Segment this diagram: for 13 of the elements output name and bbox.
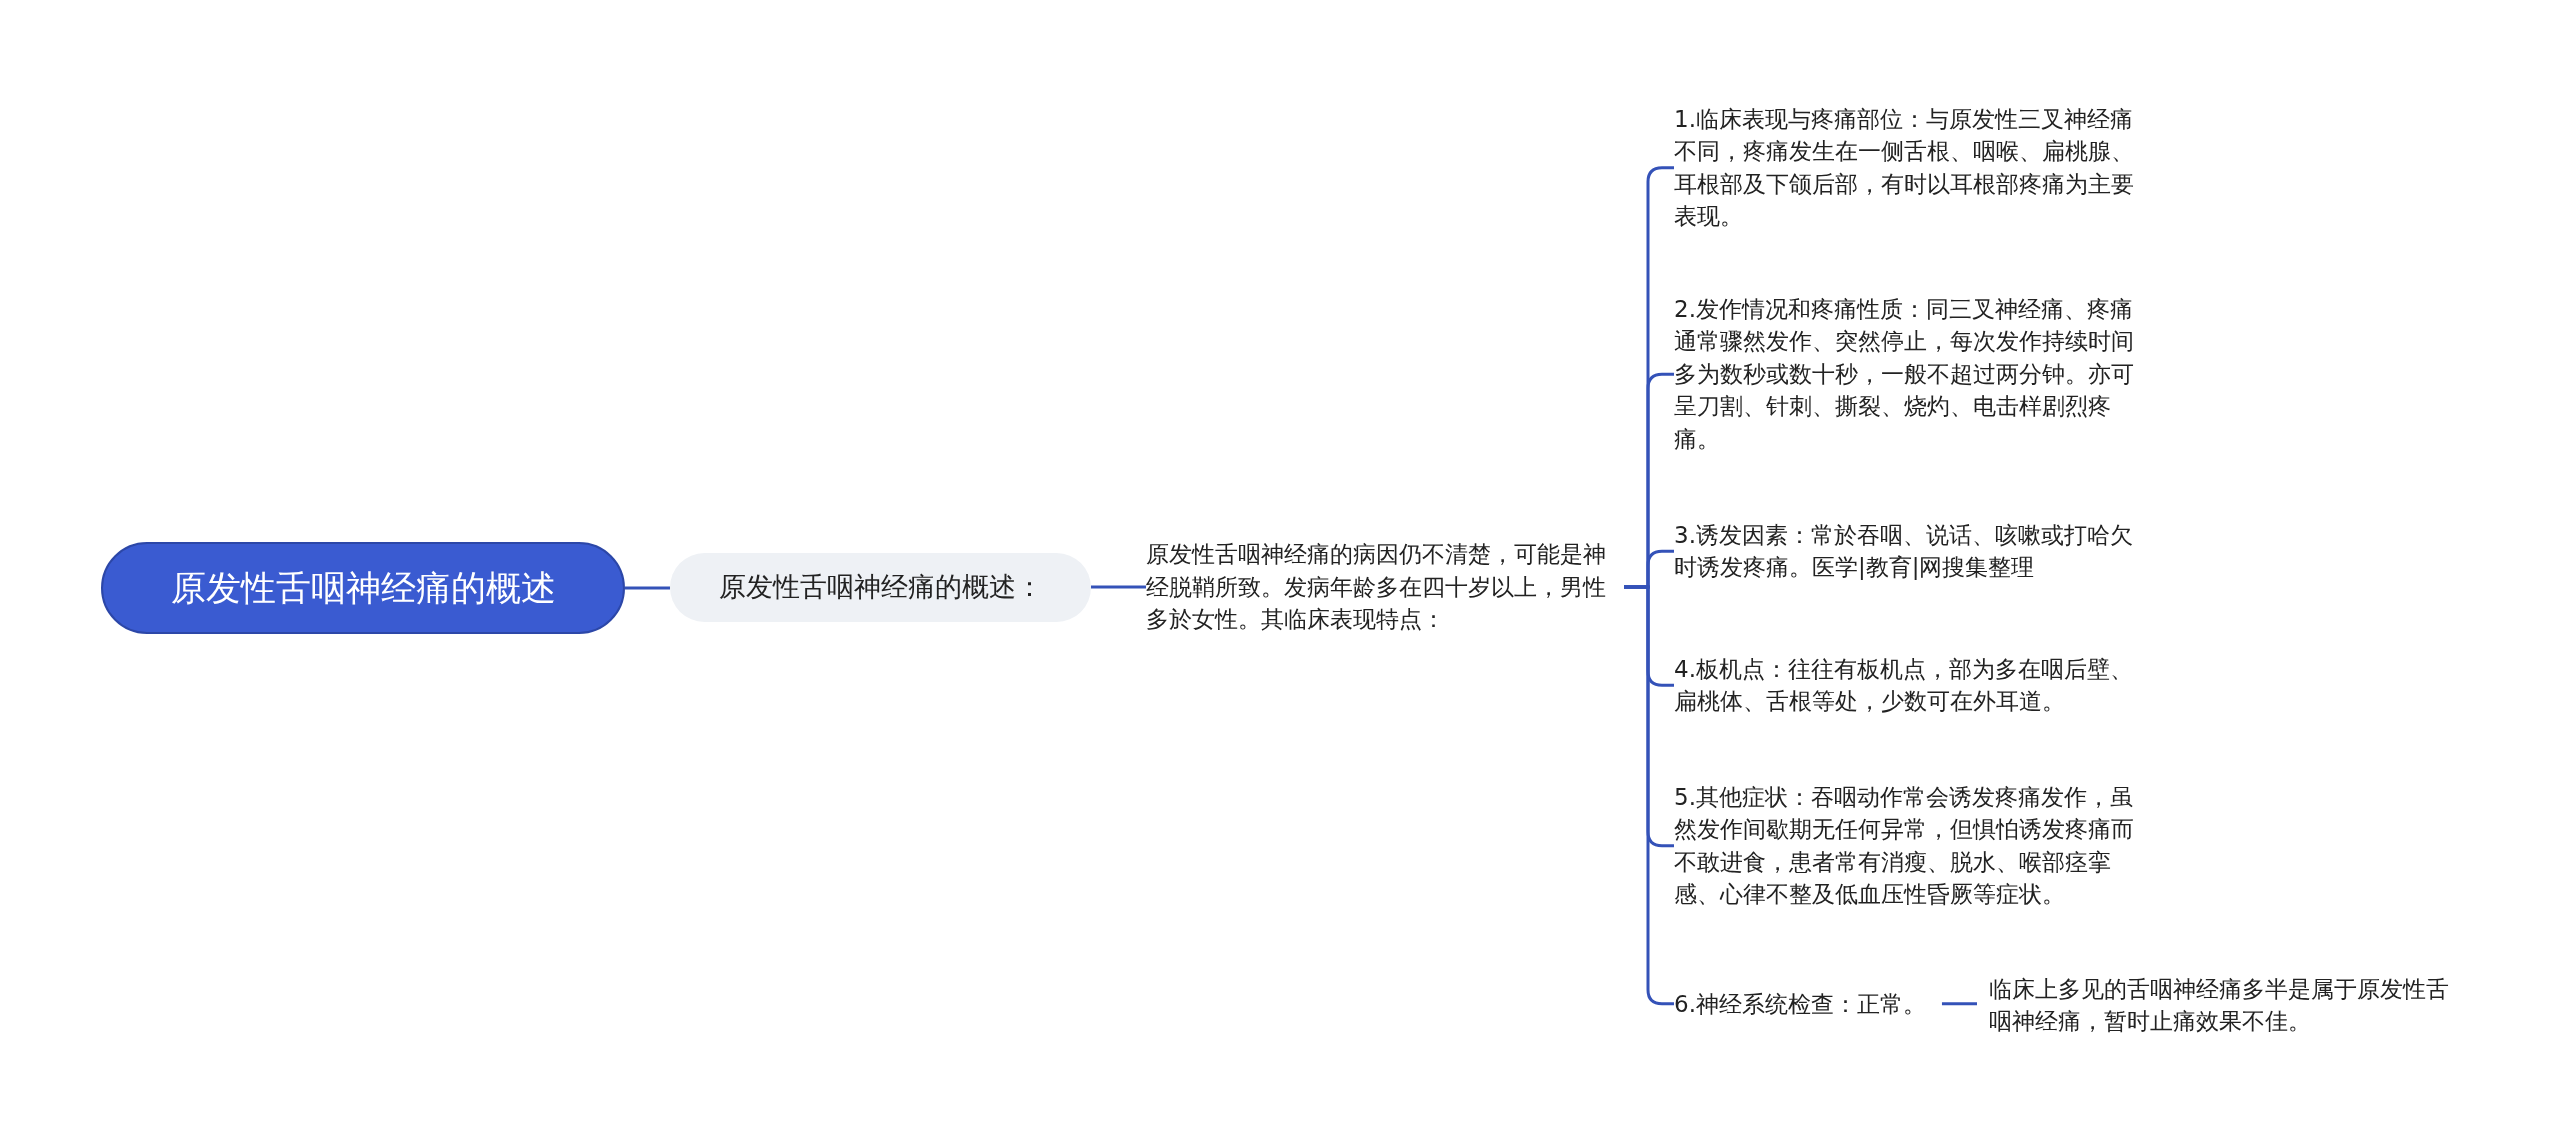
topic-text: 2.发作情况和疼痛性质：同三叉神经痛、疼痛通常骤然发作、突然停止，每次发作持续时间多为数秒或数十秒，一般不超过两分钟。亦可呈刀割、针刺、撕裂、烧灼、电击样剧烈疼痛。 [1674,292,2150,456]
topic-text: 临床上多见的舌咽神经痛多半是属于原发性舌咽神经痛，暂时止痛效果不佳。 [1977,972,2459,1038]
topic-text: 1.临床表现与疼痛部位：与原发性三叉神经痛不同，疼痛发生在一侧舌根、咽喉、扁桃腺、耳根部及下颌后部，有时以耳根部疼痛为主要表现。 [1674,102,2150,234]
connector-line [1941,1002,1977,1006]
topic-text: 5.其他症状：吞咽动作常会诱发疼痛发作，虽然发作间歇期无任何异常，但惧怕诱发疼痛而不敢进食，患者常有消瘦、脱水、喉部痉挛感、心律不整及低血压性昏厥等症状。 [1674,780,2150,912]
topic-text: 原发性舌咽神经痛的病因仍不清楚，可能是神经脱鞘所致。发病年龄多在四十岁以上，男性多於女性。其临床表现特点： [1146,538,1624,636]
topic-text: 6.神经系统检查：正常。 [1674,987,1942,1021]
connector-line [1091,585,1146,589]
topic-pill: 原发性舌咽神经痛的概述： [670,552,1091,622]
topic-text: 3.诱发因素：常於吞咽、说话、咳嗽或打哈欠时诱发疼痛。医学|教育|网搜集整理 [1674,518,2150,584]
topic-text: 4.板机点：往往有板机点，部为多在咽后壁、扁桃体、舌根等处，少数可在外耳道。 [1674,652,2150,718]
central-topic-pill: 原发性舌咽神经痛的概述 [101,542,625,634]
connector-line [625,586,670,590]
